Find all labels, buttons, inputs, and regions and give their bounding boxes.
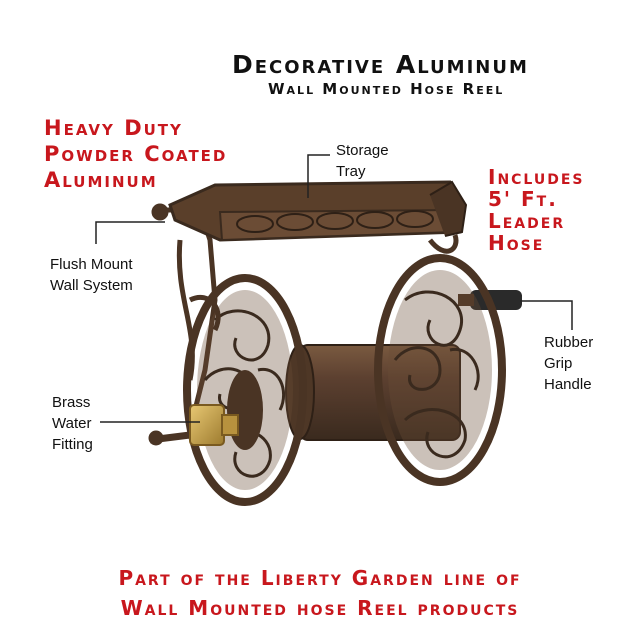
feature-material-line: Heavy Duty — [44, 116, 183, 140]
brass-water-fitting — [189, 404, 239, 446]
feature-material: Heavy Duty Powder Coated Aluminum — [44, 115, 227, 193]
callout-text: Tray — [336, 163, 366, 180]
feature-leader-hose: Includes 5' Ft. Leader Hose — [488, 166, 585, 254]
feature-hose-line: Includes — [488, 165, 585, 189]
feature-material-line: Aluminum — [44, 168, 158, 192]
callout-text: Brass — [52, 394, 91, 411]
callout-flush-mount: Flush Mount Wall System — [50, 254, 133, 296]
callout-brass-fitting: Brass Water Fitting — [52, 392, 93, 455]
footer-tagline: Part of the Liberty Garden line of Wall … — [0, 563, 640, 623]
callout-storage-tray: Storage Tray — [336, 140, 389, 182]
storage-tray-leader-line — [307, 154, 330, 198]
storage-tray — [168, 180, 468, 242]
reel-wheel-right — [374, 254, 506, 486]
callout-text: Water — [52, 415, 92, 432]
feature-hose-line: 5' Ft. — [488, 187, 558, 211]
callout-lines — [95, 154, 573, 423]
reel-wheel-left — [183, 274, 307, 506]
product-subtitle: Wall Mounted Hose Reel — [268, 80, 505, 98]
callout-rubber-grip: Rubber Grip Handle — [544, 332, 593, 395]
flush-mount-leader-line — [95, 221, 165, 244]
callout-text: Handle — [544, 376, 592, 393]
footer-line: Part of the Liberty Garden line of — [118, 566, 522, 590]
feature-hose-line: Hose — [488, 231, 545, 255]
side-frame — [176, 234, 459, 381]
callout-text: Grip — [544, 355, 573, 372]
callout-text: Storage — [336, 142, 389, 159]
callout-text: Fitting — [52, 436, 93, 453]
feature-material-line: Powder Coated — [44, 142, 228, 166]
callout-text: Rubber — [544, 334, 594, 351]
feature-hose-line: Leader — [488, 209, 566, 233]
rubber-grip-leader-line — [520, 300, 573, 330]
footer-line: Wall Mounted hose Reel products — [120, 596, 520, 620]
callout-text: Flush Mount — [50, 256, 133, 273]
product-title: Decorative Aluminum — [232, 50, 529, 79]
callout-text: Wall System — [50, 277, 133, 294]
